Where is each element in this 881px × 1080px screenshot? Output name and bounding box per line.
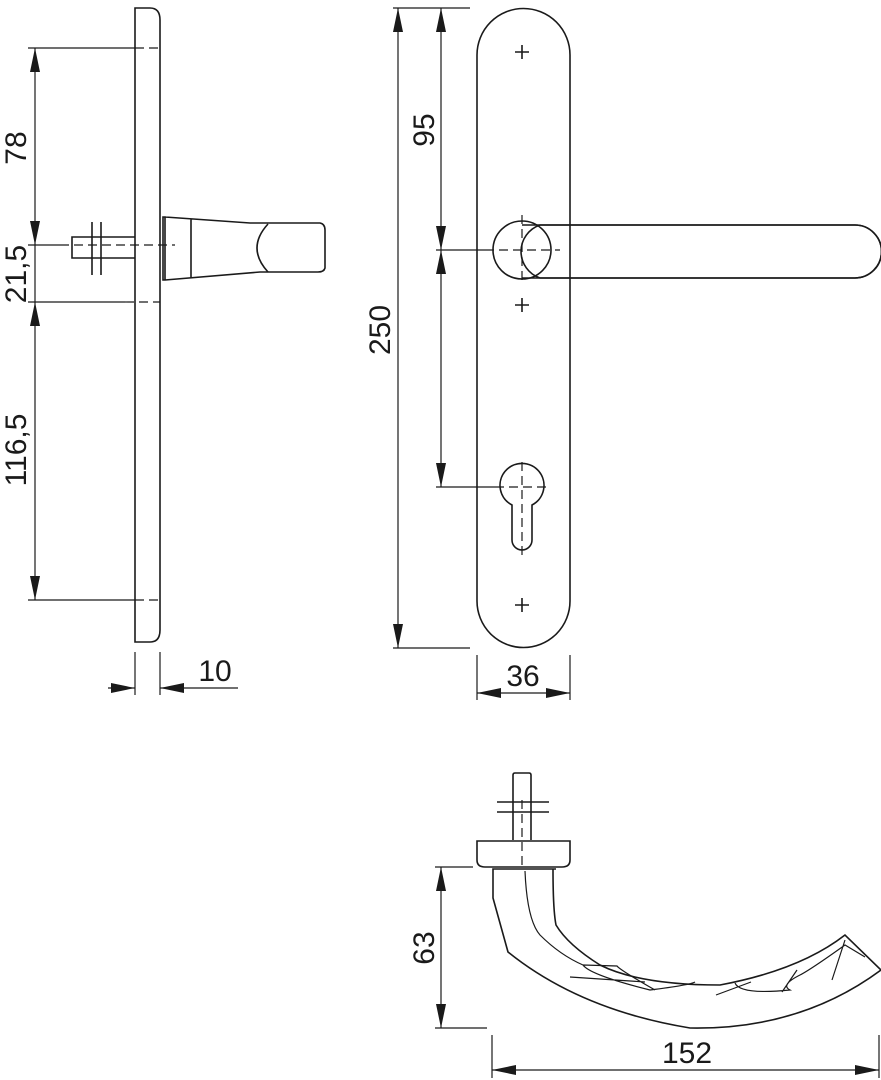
lever-top xyxy=(492,868,881,1029)
screw-hole-bottom xyxy=(515,598,529,612)
dim-63: 63 xyxy=(408,931,441,964)
spindle-top xyxy=(512,772,532,840)
dim-78: 78 xyxy=(0,131,33,164)
screw-hole-top xyxy=(515,45,529,59)
side-view: 78 21,5 116,5 10 xyxy=(0,7,326,695)
lever-side xyxy=(162,216,326,281)
dim-21-5: 21,5 xyxy=(0,245,33,303)
backplate-front xyxy=(476,7,571,649)
backplate-side xyxy=(134,7,161,643)
dim-116-5: 116,5 xyxy=(0,414,33,487)
dim-95: 95 xyxy=(408,113,441,146)
rose-top xyxy=(476,840,571,868)
dim-152: 152 xyxy=(662,1037,712,1070)
dim-10: 10 xyxy=(198,655,231,688)
front-view: 250 95 36 xyxy=(364,7,881,700)
lever-front xyxy=(522,224,881,279)
top-view: 63 152 xyxy=(408,772,881,1078)
dim-36: 36 xyxy=(506,660,539,693)
dim-250: 250 xyxy=(364,305,397,355)
spindle-side xyxy=(71,236,135,259)
screw-hole-mid xyxy=(515,298,529,312)
